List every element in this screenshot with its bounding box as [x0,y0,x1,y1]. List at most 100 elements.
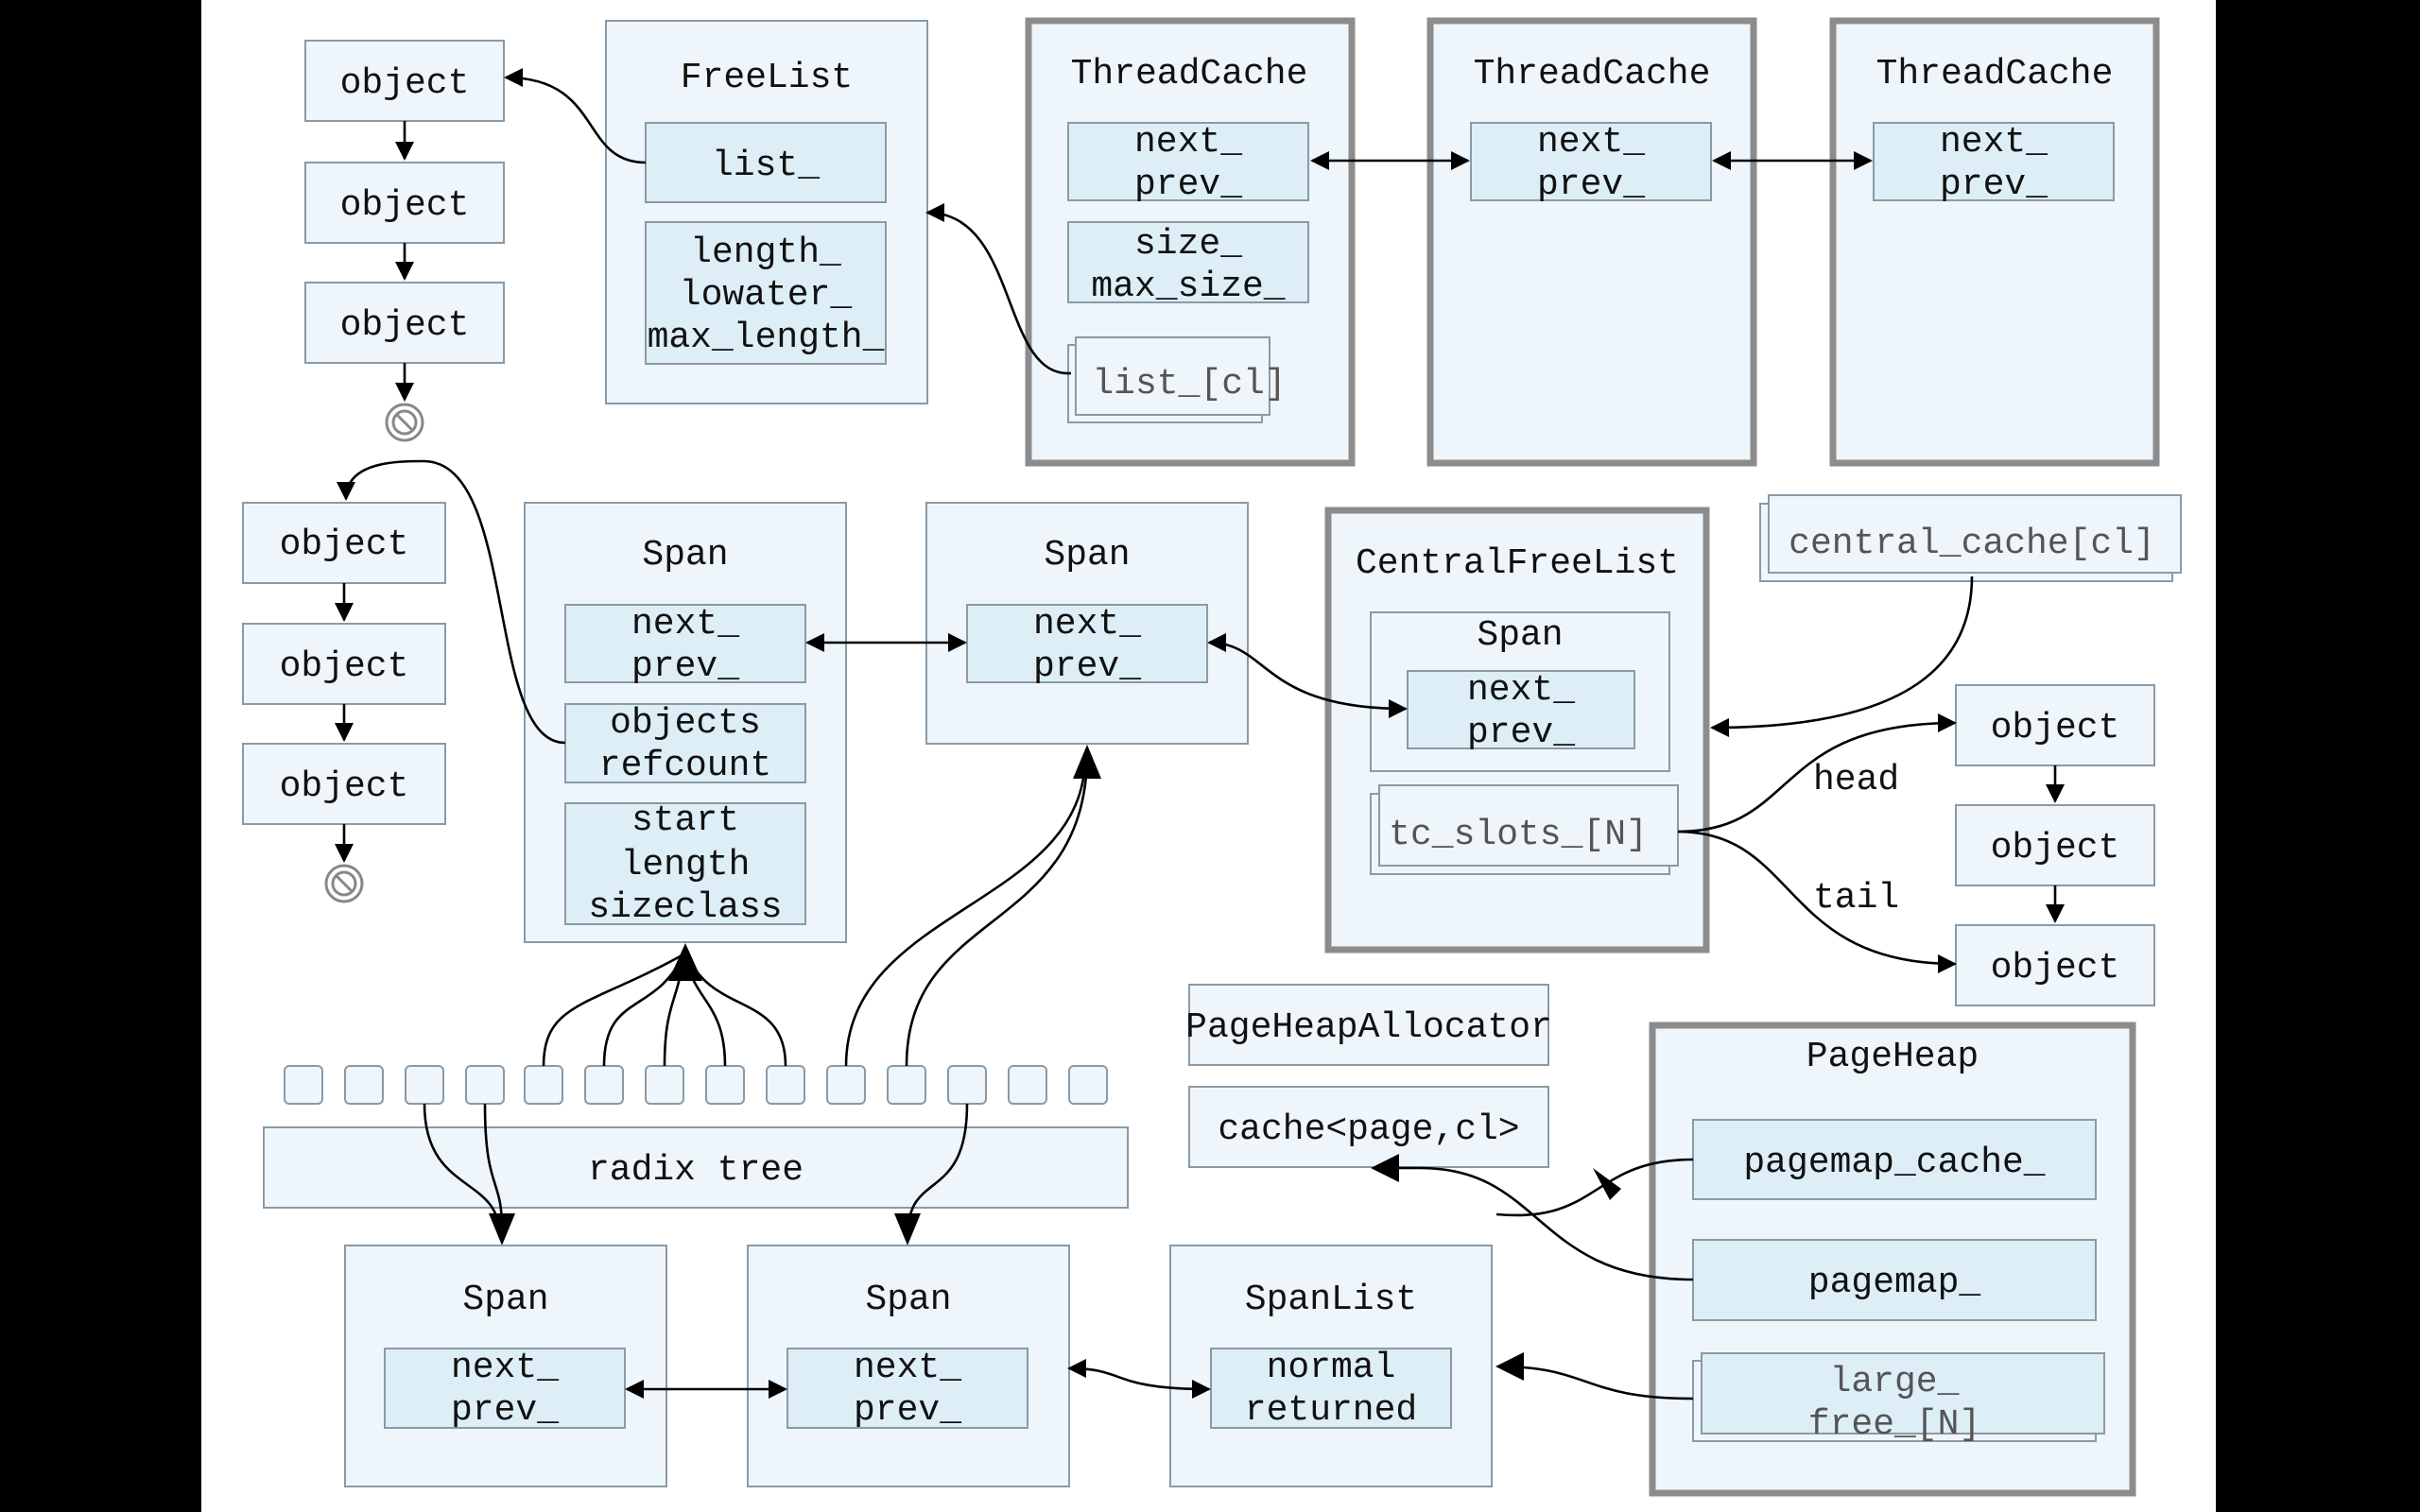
next-label: next_ [854,1348,961,1388]
pageheap-title: PageHeap [1806,1037,1979,1077]
arrowhead-spanA [668,943,702,981]
cache-label: cache<page,cl> [1218,1109,1519,1150]
radix-leaf [826,1065,866,1105]
threadcache-title: ThreadCache [1071,54,1308,94]
objects-label: objects [610,703,761,744]
tail-label: tail [1813,878,1899,919]
next-prev-field [966,604,1208,683]
object-label: object [280,646,409,687]
prev-label: prev_ [1134,164,1242,205]
arrowhead-cache [1593,1168,1621,1200]
next-prev-field [786,1348,1028,1429]
radix-leaf [645,1065,684,1105]
next-label: next_ [1467,670,1575,711]
prev-label: prev_ [854,1390,961,1431]
prev-label: prev_ [451,1390,559,1431]
null-terminator-icon [324,864,364,903]
radix-leaf [766,1065,805,1105]
arrow-span-spanlist [1067,1359,1211,1399]
max-length-field-label: max_length_ [648,318,885,358]
arrowhead-span-bottom-1 [489,1213,515,1246]
next-prev-field [384,1348,626,1429]
span-title: Span [1044,535,1130,576]
threadcache-box-1: ThreadCache next_ prev_ size_ max_size_ … [1025,17,1356,467]
pageheapallocator-box: PageHeapAllocator [1185,984,1552,1066]
object-label: object [1991,828,2120,868]
span-title: Span [865,1280,951,1320]
length-field-label: length_ [690,232,841,273]
radix-leaf [1068,1065,1108,1105]
span-box-bottom-2: Span next_ prev_ [747,1245,1070,1487]
next-prev-field [564,604,806,683]
arrowhead-span-bottom-2 [894,1213,921,1246]
radix-link [905,755,1089,1067]
prev-label: prev_ [1467,713,1575,753]
central-cache-field: central_cache[cl] [1759,494,2182,582]
radix-leaf [344,1065,384,1105]
radix-leaf [887,1065,926,1105]
arrow-listcl-to-freelist [925,203,1072,375]
threadcache-title: ThreadCache [1876,54,2114,94]
pagemap-field [1692,1239,2097,1321]
radix-link [907,1103,969,1229]
object-label: object [280,766,409,807]
arrow-objects-to-object [337,459,566,745]
span-box-bottom-1: Span next_ prev_ [344,1245,667,1487]
object-list-right: object object object [1955,684,2155,1006]
span-box-b: Span next_ prev_ [925,502,1249,745]
arrow-tail [1677,830,1957,973]
prev-label: prev_ [1033,646,1141,687]
arrow-spanB-cfl-span [1207,633,1408,718]
prev-label: prev_ [1940,164,2048,205]
pageheap-box: PageHeap pagemap_cache_ pagemap_ large_ … [1649,1022,2136,1497]
arrow-head [1677,713,1957,833]
refcount-label: refcount [599,746,771,786]
cache-page-cl-box: cache<page,cl> [1188,1086,1549,1168]
object-label: object [1991,708,2120,748]
diagram-canvas: object object object FreeList list_ leng… [201,0,2216,1512]
freelist-box: FreeList list_ length_ lowater_ max_leng… [605,20,928,404]
object-node [1955,804,2155,886]
next-prev-field [1470,122,1712,201]
radix-link [423,1103,501,1229]
span-box-a: Span next_ prev_ objects refcount start … [524,502,847,943]
radix-leaf [584,1065,624,1105]
pagemap-cache-field [1692,1119,2097,1200]
centralfreelist-box: CentralFreeList Span next_ prev_ tc_slot… [1324,507,1710,954]
length-label: length [621,845,751,885]
sizeclass-label: sizeclass [588,887,782,928]
size-field [1067,221,1309,303]
next-label: next_ [1537,122,1645,163]
radix-leaf [405,1065,444,1105]
freelist-length-field [645,221,887,365]
size-label: size_ [1134,224,1242,265]
radix-link [542,953,684,1067]
object-list-top: object object object [304,40,505,442]
radix-link [483,1103,504,1229]
object-node [242,743,446,825]
list-cl-field [1075,336,1270,416]
normal-returned-field [1210,1348,1452,1429]
next-prev-field [1067,122,1309,201]
threadcache-box-3: ThreadCache next_ prev_ [1829,17,2160,467]
start-label: start [631,800,739,841]
prev-label: prev_ [631,646,739,687]
object-label: object [340,305,470,346]
list-field-label: list_ [712,146,820,186]
radix-leaf [284,1065,323,1105]
spanlist-title: SpanList [1245,1280,1417,1320]
object-node [304,282,505,364]
radix-leaf [465,1065,505,1105]
object-node [304,162,505,244]
tc-slots-label: tc_slots_[N] [1389,815,1648,855]
centralfreelist-title: CentralFreeList [1356,543,1679,584]
object-label: object [1991,948,2120,988]
object-node [242,623,446,705]
radix-link [685,954,787,1067]
radix-tree-label: radix tree [588,1150,804,1191]
free-n-label: free_[N] [1808,1404,1980,1445]
arrow-large-to-spanlist [1495,1352,1694,1400]
tcmalloc-diagram: object object object FreeList list_ leng… [242,17,2182,1497]
list-cl-label: list_[cl] [1092,364,1286,404]
max-size-label: max_size_ [1091,266,1285,307]
